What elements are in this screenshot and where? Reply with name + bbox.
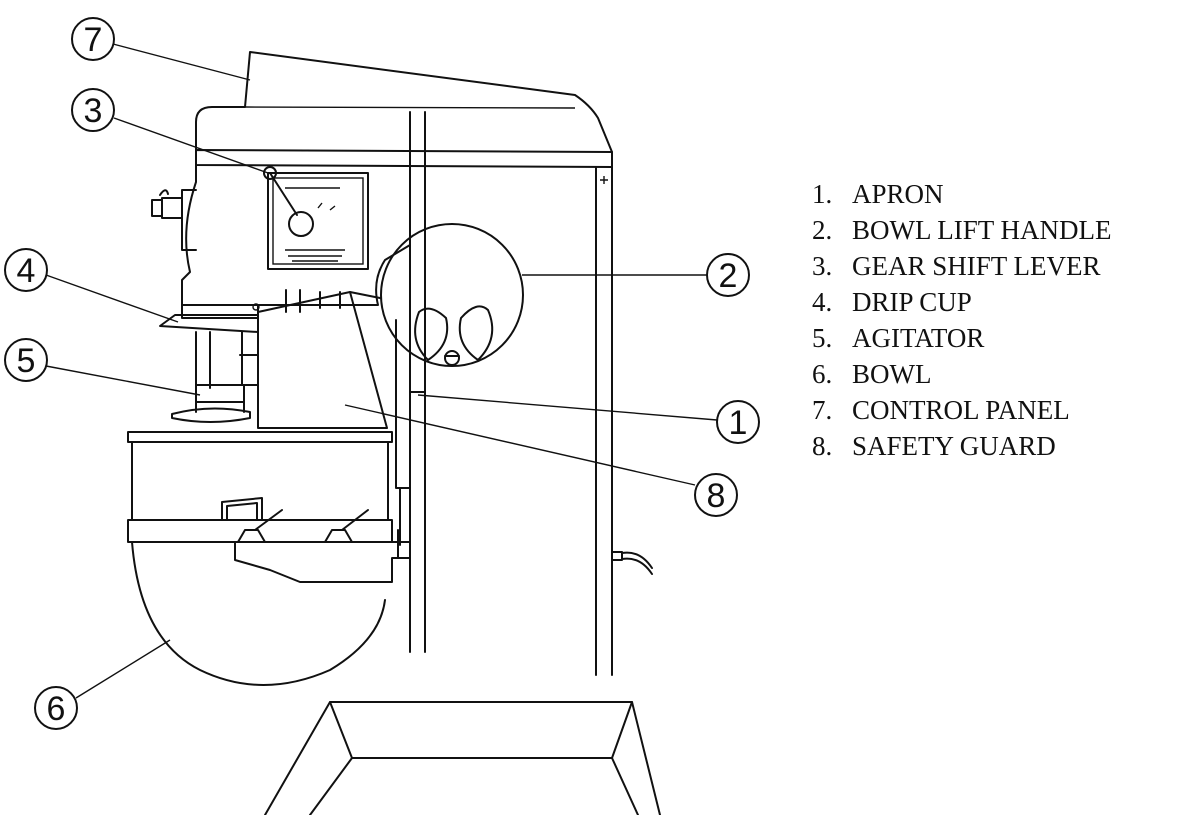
- svg-text:7: 7: [84, 21, 103, 59]
- bowl-handle: [221, 497, 263, 521]
- bowl-band: [127, 519, 393, 543]
- legend-label: GEAR SHIFT LEVER: [852, 251, 1101, 281]
- mixer-drawing: [127, 51, 661, 815]
- legend-item: 2. BOWL LIFT HANDLE: [812, 212, 1111, 248]
- leader-3: [113, 117, 269, 174]
- legend-number: 7.: [812, 395, 833, 425]
- legend-number: 1.: [812, 179, 833, 209]
- head-bolt: [252, 303, 260, 311]
- callout-8: 8: [694, 473, 738, 517]
- bowl-body: [131, 441, 389, 521]
- mixer-head: [181, 164, 411, 306]
- legend-label: APRON: [852, 179, 944, 209]
- leader-5: [45, 365, 201, 396]
- svg-text:6: 6: [47, 690, 66, 728]
- legend-label: DRIP CUP: [852, 287, 972, 317]
- bowl-clamp-left: [237, 509, 283, 543]
- callout-4: 4: [4, 248, 48, 292]
- legend-label: BOWL: [852, 359, 932, 389]
- leader-4: [45, 274, 179, 323]
- apron-track: [395, 319, 426, 546]
- legend-item: 3. GEAR SHIFT LEVER: [812, 248, 1111, 284]
- legend-number: 8.: [812, 431, 833, 461]
- legend-item: 5. AGITATOR: [812, 320, 1111, 356]
- agitator-beater: [171, 401, 251, 423]
- speed-plate: [267, 172, 369, 270]
- callout-3: 3: [71, 88, 115, 132]
- speed-plate-inner: [272, 177, 364, 265]
- callout-1: 1: [716, 400, 760, 444]
- svg-text:4: 4: [17, 252, 36, 290]
- leader-lines: [45, 43, 718, 699]
- gear-housing: [181, 304, 259, 319]
- top-housing: [195, 51, 613, 183]
- bowl-base: [131, 541, 386, 686]
- bowl-clamp-right: [324, 509, 369, 543]
- bowl-rim: [127, 431, 393, 443]
- agitator-shaft: [195, 331, 243, 389]
- power-cord: [611, 551, 653, 575]
- parts-legend: 1. APRON 2. BOWL LIFT HANDLE 3. GEAR SHIFT …: [812, 176, 1111, 464]
- leader-1: [417, 394, 718, 421]
- gear-lever-hub: [288, 211, 314, 237]
- callout-5: 5: [4, 338, 48, 382]
- wheel-knob: [444, 350, 460, 366]
- stand-top: [329, 701, 633, 759]
- svg-text:5: 5: [17, 342, 36, 380]
- legend-number: 2.: [812, 215, 833, 245]
- leader-8: [344, 404, 696, 486]
- gear-lever-knob: [263, 166, 277, 180]
- guard-bracket: [349, 291, 381, 299]
- stand-legs: [264, 701, 661, 815]
- leader-7: [112, 43, 251, 81]
- legend-item: 8. SAFETY GUARD: [812, 428, 1111, 464]
- head-posts: [285, 289, 341, 313]
- legend-label: SAFETY GUARD: [852, 431, 1056, 461]
- callout-6: 6: [34, 686, 78, 730]
- housing-band: [195, 149, 613, 168]
- legend-number: 5.: [812, 323, 833, 353]
- svg-text:8: 8: [707, 477, 726, 515]
- legend-item: 4. DRIP CUP: [812, 284, 1111, 320]
- agitator-hub: [195, 354, 259, 403]
- legend-label: AGITATOR: [852, 323, 985, 353]
- wheel-spoke-left: [414, 307, 449, 361]
- leader-6: [75, 639, 171, 699]
- svg-text:1: 1: [729, 404, 748, 442]
- legend-label: BOWL LIFT HANDLE: [852, 215, 1112, 245]
- callout-2: 2: [706, 253, 750, 297]
- safety-guard: [257, 291, 388, 429]
- column-screw: [600, 176, 608, 184]
- legend-number: 4.: [812, 287, 833, 317]
- bowl-lift-wheel: [380, 223, 524, 367]
- legend-number: 6.: [812, 359, 833, 389]
- legend-item: 7. CONTROL PANEL: [812, 392, 1111, 428]
- svg-text:3: 3: [84, 92, 103, 130]
- top-cover-edge: [244, 106, 576, 109]
- callouts: 7 3 4 5 6 2 1 8: [4, 17, 760, 730]
- wheel-spoke-right: [458, 305, 494, 361]
- legend-number: 3.: [812, 251, 833, 281]
- legend-label: CONTROL PANEL: [852, 395, 1070, 425]
- legend-item: 6. BOWL: [812, 356, 1111, 392]
- gear-shift-lever: [269, 172, 298, 216]
- plate-text-lines: [285, 249, 345, 262]
- bowl-support: [234, 541, 411, 583]
- svg-text:2: 2: [719, 257, 738, 295]
- legend-item: 1. APRON: [812, 176, 1111, 212]
- plate-scale: [285, 187, 340, 211]
- callout-7: 7: [71, 17, 115, 61]
- head-side-knob: [151, 189, 197, 251]
